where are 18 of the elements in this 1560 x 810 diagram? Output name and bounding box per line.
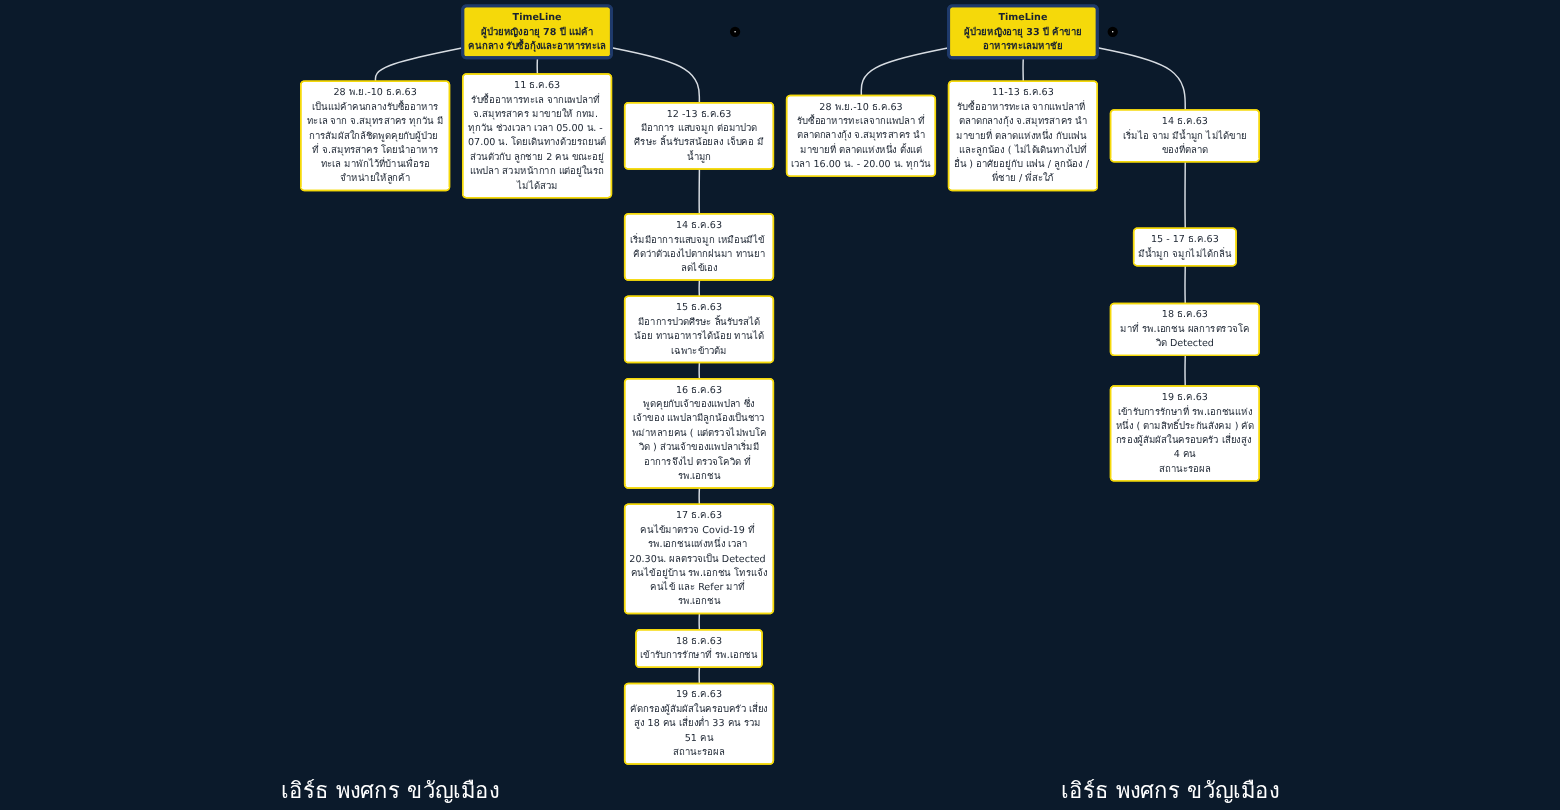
node-person — [1107, 26, 1118, 37]
connector — [698, 168, 701, 215]
connector — [698, 613, 701, 631]
connector — [1184, 161, 1186, 230]
credit-text: เอิร์ธ พงศกร ขวัญเมือง — [1061, 776, 1279, 808]
node-person — [729, 26, 741, 37]
connector — [1096, 47, 1186, 111]
connector — [1184, 265, 1186, 305]
connector — [698, 279, 701, 298]
credit-text: เอิร์ธ พงศกร ขวัญเมือง — [281, 776, 499, 808]
connector — [1184, 355, 1186, 388]
connector — [611, 47, 701, 104]
connector — [698, 487, 701, 506]
connector — [860, 47, 950, 97]
connector — [1022, 57, 1025, 83]
connector — [698, 362, 701, 380]
connector — [374, 47, 464, 83]
connector — [698, 666, 701, 685]
